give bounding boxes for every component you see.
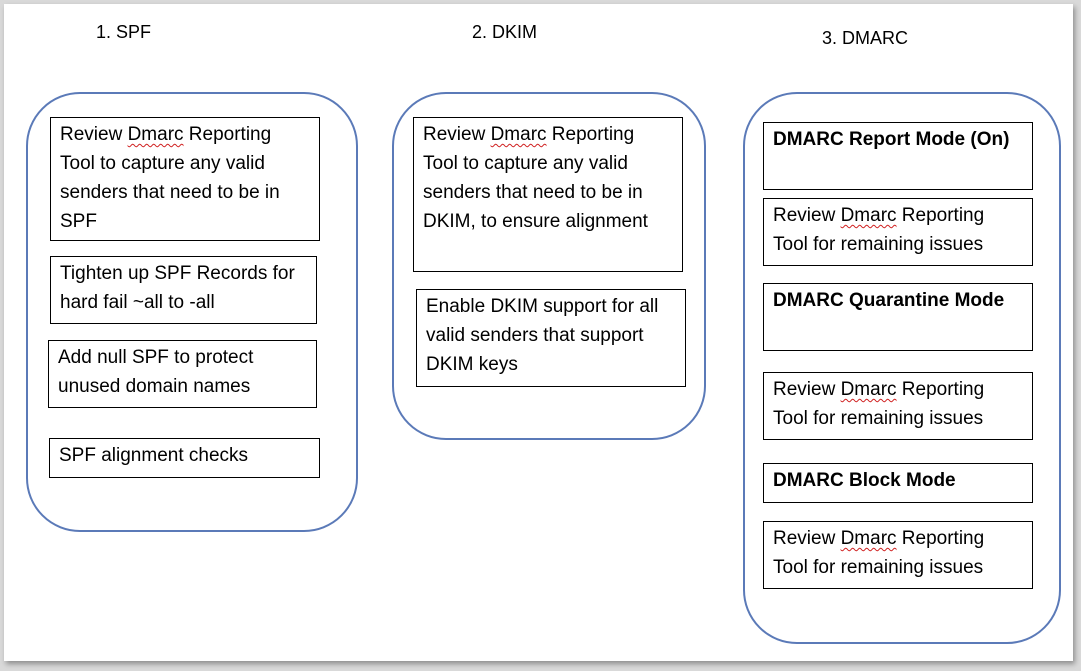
spellcheck-word: Dmarc — [127, 124, 184, 145]
heading-dkim: 2. DKIM — [472, 22, 538, 42]
spf-step-tighten: Tighten up SPF Records for hard fail ~al… — [50, 256, 317, 324]
dmarc-step-review-3: Review Dmarc Reporting Tool for remainin… — [763, 521, 1033, 589]
dkim-step-review: Review Dmarc Reporting Tool to capture a… — [413, 117, 683, 272]
spf-step-review: Review Dmarc Reporting Tool to capture a… — [50, 117, 320, 241]
dmarc-step-block-mode: DMARC Block Mode — [763, 463, 1033, 503]
spellcheck-word: Dmarc — [490, 124, 547, 145]
dkim-step-enable: Enable DKIM support for all valid sender… — [416, 289, 686, 387]
dmarc-step-review-2: Review Dmarc Reporting Tool for remainin… — [763, 372, 1033, 440]
heading-spf: 1. SPF — [96, 22, 152, 42]
spellcheck-word: Dmarc — [840, 205, 897, 226]
dmarc-step-quarantine-mode: DMARC Quarantine Mode — [763, 283, 1033, 351]
spellcheck-word: Dmarc — [840, 528, 897, 549]
spf-step-null-spf: Add null SPF to protect unused domain na… — [48, 340, 317, 408]
spellcheck-word: Dmarc — [840, 379, 897, 400]
dmarc-step-report-mode: DMARC Report Mode (On) — [763, 122, 1033, 190]
dmarc-step-review-1: Review Dmarc Reporting Tool for remainin… — [763, 198, 1033, 266]
spf-step-alignment: SPF alignment checks — [49, 438, 320, 478]
heading-dmarc: 3. DMARC — [822, 28, 909, 48]
diagram-page: 1. SPF Review Dmarc Reporting Tool to ca… — [4, 4, 1073, 661]
